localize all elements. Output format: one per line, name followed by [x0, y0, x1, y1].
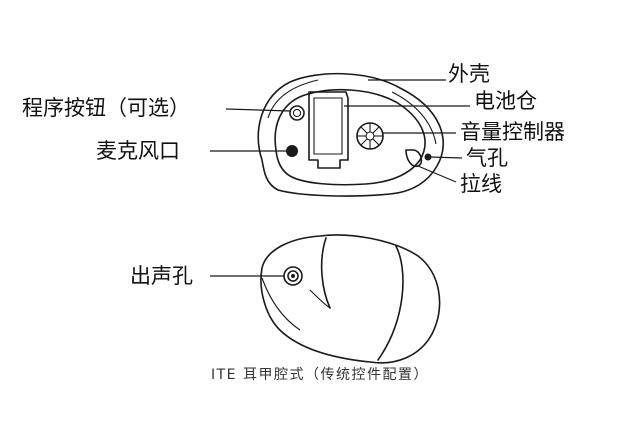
faceplate-outline [274, 88, 426, 186]
vent-shape [424, 153, 432, 161]
pull-wire-shape [405, 149, 423, 168]
side-view [210, 234, 441, 364]
side-contour-4 [309, 289, 331, 309]
label-sound-outlet: 出声孔 [130, 264, 193, 288]
sound-outlet-core [291, 274, 295, 278]
label-pull-wire: 拉线 [460, 172, 502, 196]
outer-shell-outline [257, 72, 445, 197]
label-vent: 气孔 [466, 146, 508, 170]
side-body-outline [260, 234, 441, 364]
side-contour-2 [377, 245, 404, 361]
label-shell: 外壳 [448, 62, 490, 86]
microphone-port-shape [286, 145, 298, 157]
side-contour-3 [261, 277, 301, 331]
shell-contour-2 [391, 91, 437, 145]
shell-contour-1 [267, 79, 319, 119]
leader-vent [429, 156, 463, 159]
battery-door-inner [313, 97, 343, 155]
label-volume-control: 音量控制器 [460, 120, 565, 144]
diagram-caption: ITE 耳甲腔式（传统控件配置） [211, 367, 429, 383]
program-button-shape [289, 105, 305, 121]
label-microphone-port: 麦克风口 [96, 139, 180, 163]
side-contour-1 [320, 237, 331, 309]
label-battery-door: 电池仓 [474, 89, 537, 113]
sound-outlet-inner [287, 270, 299, 282]
volume-control-wheel [356, 122, 384, 150]
faceplate-view [210, 72, 470, 197]
label-program-button: 程序按钮（可选） [22, 96, 190, 120]
leader-pullwire [417, 165, 457, 183]
program-button-inner [292, 108, 302, 118]
leader-program [225, 108, 291, 112]
battery-door-shape [308, 91, 349, 169]
